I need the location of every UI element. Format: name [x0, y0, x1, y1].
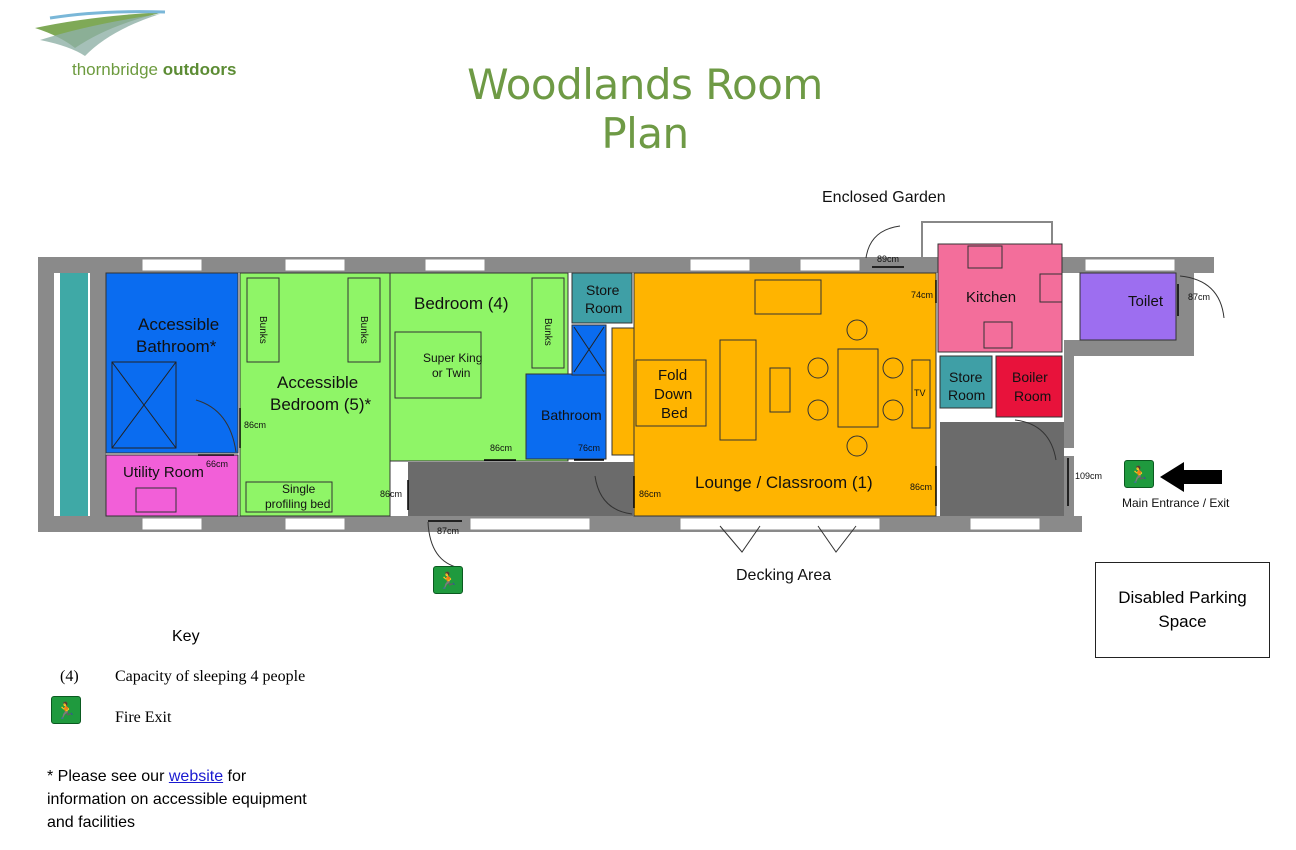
dim-89: 89cm	[877, 254, 899, 264]
page-title: Woodlands Room Plan	[467, 60, 823, 158]
store-room-2-label-1: Store	[949, 369, 983, 385]
utility-room-label: Utility Room	[123, 464, 204, 481]
bedroom-label: Bedroom (4)	[414, 294, 508, 313]
accessible-bedroom-label-2: Bedroom (5)*	[270, 395, 371, 414]
accessible-bathroom-label-2: Bathroom*	[136, 337, 217, 356]
room-accessible-bedroom	[239, 272, 391, 517]
room-toilet	[1079, 272, 1177, 341]
fold-down-bed-label-3: Bed	[661, 405, 688, 422]
dim-86-bathroom: 86cm	[244, 420, 266, 430]
bunks-label-2: Bunks	[358, 316, 369, 344]
fire-exit-icon: 🏃	[433, 566, 463, 594]
room-utility	[105, 454, 239, 517]
super-king-label-1: Super King	[423, 351, 482, 365]
thornbridge-logo-icon	[35, 10, 166, 56]
room-kitchen	[937, 243, 1063, 353]
fold-down-bed-label-2: Down	[654, 386, 692, 403]
room-boiler	[995, 355, 1063, 418]
accessible-bedroom-label-1: Accessible	[277, 373, 358, 392]
left-strip	[60, 273, 88, 516]
dim-87-toilet: 87cm	[1188, 292, 1210, 302]
dim-76: 76cm	[578, 443, 600, 453]
corridor-main	[408, 462, 634, 516]
dim-86-corridor: 86cm	[490, 443, 512, 453]
fire-exit-icon: 🏃	[1124, 460, 1154, 488]
dim-86-lounge: 86cm	[639, 489, 661, 499]
store-room-1-label-1: Store	[586, 282, 620, 298]
store-room-2-label-2: Room	[948, 387, 985, 403]
enclosed-garden-label: Enclosed Garden	[822, 189, 946, 206]
fire-exit-icon: 🏃	[51, 696, 81, 724]
dim-74: 74cm	[911, 290, 933, 300]
store-room-1-label-2: Room	[585, 300, 622, 316]
fold-down-bed-label-1: Fold	[658, 367, 687, 384]
decking-area-label: Decking Area	[736, 567, 831, 584]
dim-87-side: 87cm	[437, 526, 459, 536]
bunks-label-1: Bunks	[257, 316, 268, 344]
accessibility-note: * Please see our website for information…	[47, 768, 307, 831]
boiler-room-label-1: Boiler	[1012, 369, 1048, 385]
key-fire-exit-text: Fire Exit	[115, 709, 172, 726]
wall-left	[38, 257, 54, 532]
lounge-label: Lounge / Classroom (1)	[695, 473, 873, 492]
entrance-arrow-icon	[1160, 462, 1222, 492]
dim-109: 109cm	[1075, 471, 1102, 481]
website-link[interactable]: website	[168, 768, 224, 785]
dim-86-bedroom: 86cm	[380, 489, 402, 499]
room-bathroom	[525, 373, 607, 460]
accessible-bathroom-label-1: Accessible	[138, 315, 219, 334]
room-store-1	[571, 272, 633, 324]
room-store-2	[939, 355, 993, 409]
main-entrance-label: Main Entrance / Exit	[1122, 496, 1230, 510]
brand-name: thornbridge outdoors	[72, 60, 237, 79]
super-king-label-2: or Twin	[432, 366, 470, 380]
dim-66: 66cm	[206, 459, 228, 469]
room-fold-bed	[611, 327, 635, 456]
dim-86-entrance: 86cm	[910, 482, 932, 492]
key-capacity-symbol: (4)	[60, 668, 79, 685]
wall-left-inner	[90, 273, 106, 516]
kitchen-label: Kitchen	[966, 289, 1016, 306]
single-bed-label-2: profiling bed	[265, 497, 330, 511]
boiler-room-label-2: Room	[1014, 388, 1051, 404]
bathroom-label: Bathroom	[541, 407, 602, 423]
key-title: Key	[172, 628, 200, 645]
corridor-entrance	[940, 422, 1064, 516]
tv-label: TV	[914, 388, 926, 398]
bunks-label-3: Bunks	[542, 318, 553, 346]
single-bed-label-1: Single	[282, 482, 316, 496]
room-accessible-bathroom	[105, 272, 239, 454]
key-capacity-text: Capacity of sleeping 4 people	[115, 668, 306, 685]
toilet-label: Toilet	[1128, 293, 1164, 310]
